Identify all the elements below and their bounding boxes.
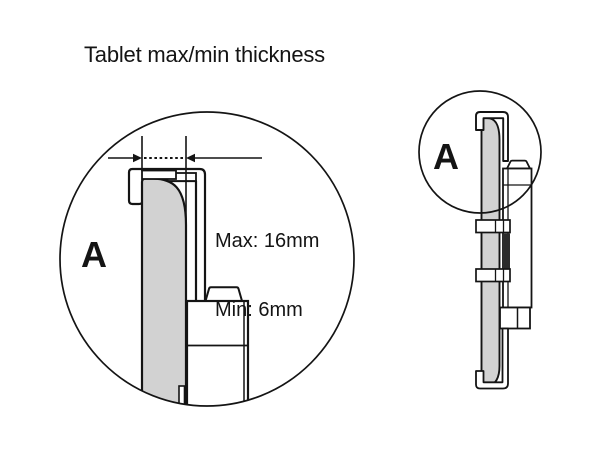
side-view [418, 90, 542, 390]
detail-view-contents [108, 136, 262, 406]
side-bottom-hook [475, 327, 509, 390]
side-clip-upper [475, 219, 511, 234]
max-thickness-label: Max: 16mm [215, 230, 320, 252]
side-bottom-box [499, 306, 531, 330]
dimension-arrow-left [133, 153, 142, 163]
detail-circle [59, 111, 355, 407]
thickness-note: Max: 16mm Min: 6mm [215, 184, 319, 368]
clamp-top-pad [141, 169, 177, 180]
side-top-hook [475, 111, 509, 162]
callout-label: A [433, 136, 459, 177]
mount-latch [204, 286, 244, 302]
callout-circle [418, 90, 542, 214]
side-clip-lower [475, 268, 511, 283]
side-spring-slot [504, 233, 510, 269]
dimension-arrow-right [186, 153, 195, 163]
min-thickness-label: Min: 6mm [215, 299, 303, 321]
mount-body [185, 299, 250, 406]
side-latch [505, 159, 532, 170]
side-tablet-profile [480, 117, 501, 387]
tablet-edge-notch [178, 385, 186, 406]
page-title: Tablet max/min thickness [84, 42, 325, 67]
detail-view-label: A [81, 234, 107, 275]
